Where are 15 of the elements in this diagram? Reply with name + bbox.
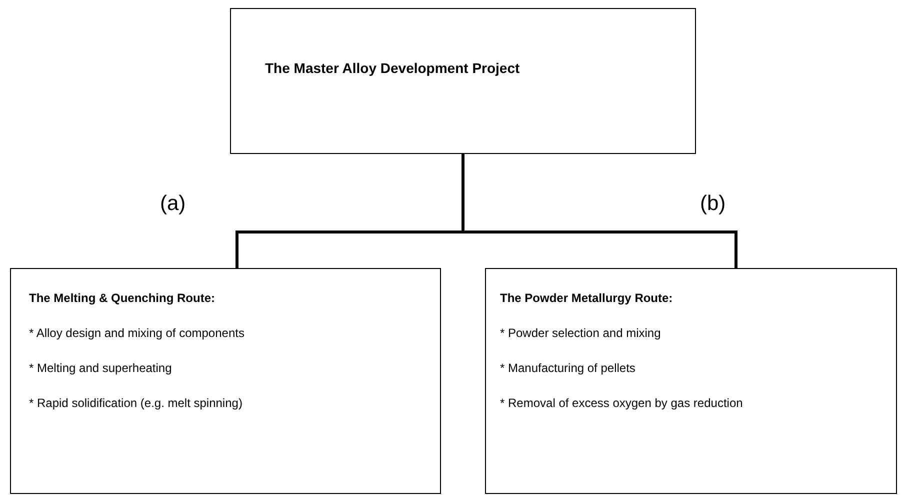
bullet-item: * Powder selection and mixing: [500, 326, 661, 340]
heading: The Master Alloy Development Project: [265, 60, 520, 76]
heading: The Melting & Quenching Route:: [29, 291, 215, 305]
text-box: [485, 268, 897, 494]
text-box: [230, 8, 696, 154]
bullet-item: * Manufacturing of pellets: [500, 361, 636, 375]
bullet-item: * Alloy design and mixing of components: [29, 326, 244, 340]
branch-label: (a): [160, 192, 186, 216]
heading: The Powder Metallurgy Route:: [500, 291, 673, 305]
text-box: [10, 268, 441, 494]
bullet-item: * Rapid solidification (e.g. melt spinning): [29, 396, 242, 410]
bullet-item: * Melting and superheating: [29, 361, 172, 375]
branch-label: (b): [700, 192, 726, 216]
bullet-item: * Removal of excess oxygen by gas reduction: [500, 396, 743, 410]
connector-line: [462, 154, 738, 268]
